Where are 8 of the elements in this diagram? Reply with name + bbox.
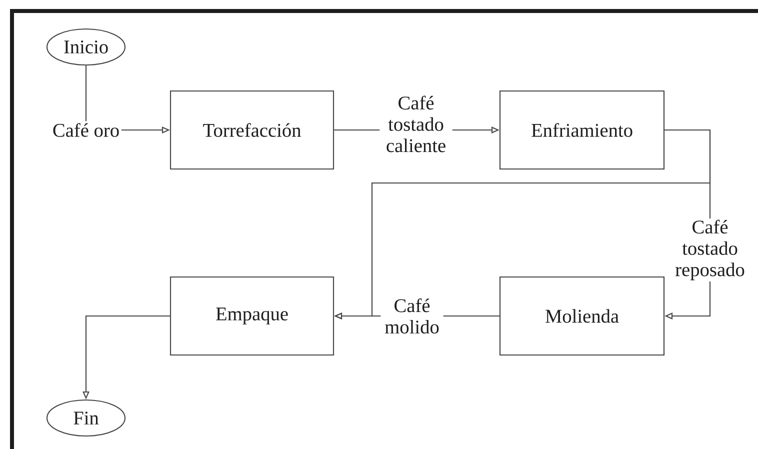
input-label: Café oro	[53, 123, 119, 137]
edge-label: Café tostado reposado	[674, 218, 746, 282]
process-box: Enfriamiento	[499, 90, 665, 170]
edge-label: Café molido	[380, 297, 444, 335]
process-box: Molienda	[499, 276, 665, 356]
process-box: Torrefacción	[170, 90, 334, 170]
edge-label: Café tostado caliente	[380, 94, 452, 154]
process-box: Empaque	[170, 276, 334, 356]
